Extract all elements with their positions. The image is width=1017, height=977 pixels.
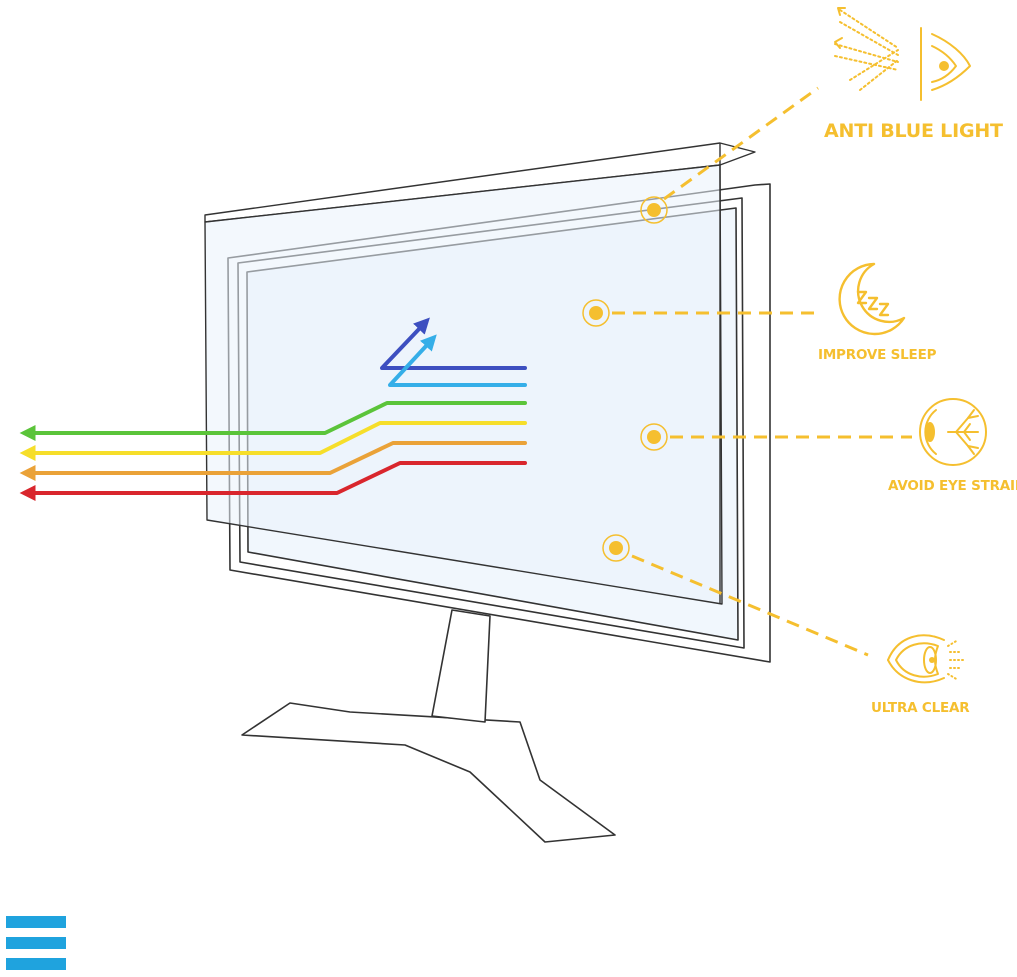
marker-ultra-clear bbox=[602, 534, 630, 562]
marker-improve-sleep bbox=[582, 299, 610, 327]
stand-neck bbox=[431, 609, 491, 723]
feature-label-ultra-clear: ULTRA CLEAR bbox=[871, 700, 970, 716]
ray-red-transmitted bbox=[19, 461, 527, 501]
ray-blue-reflected bbox=[388, 334, 527, 387]
monitor-stand bbox=[241, 609, 616, 843]
leader-anti-blue-light bbox=[663, 86, 819, 201]
clear-eye-icon bbox=[887, 634, 965, 684]
leader-ultra-clear bbox=[631, 554, 869, 657]
eye-blocking-rays-icon bbox=[834, 7, 971, 101]
marker-anti-blue-light bbox=[640, 196, 668, 224]
feature-label-improve-sleep: IMPROVE SLEEP bbox=[818, 347, 937, 363]
hamburger-menu-icon[interactable] bbox=[6, 916, 66, 971]
ray-violet-reflected bbox=[380, 317, 527, 370]
ray-yellow-transmitted bbox=[19, 421, 527, 461]
ray-orange-transmitted bbox=[19, 441, 527, 481]
menu-bar bbox=[6, 937, 66, 949]
menu-bar bbox=[6, 958, 66, 970]
feature-label-anti-blue-light: ANTI BLUE LIGHT bbox=[824, 120, 1003, 142]
moon-zzz-icon bbox=[838, 262, 906, 336]
light-rays bbox=[19, 317, 527, 501]
menu-bar bbox=[6, 916, 66, 928]
callouts bbox=[582, 86, 912, 657]
protector-top-edge bbox=[204, 142, 756, 223]
stand-base bbox=[241, 702, 616, 843]
feature-label-avoid-eye-strain: AVOID EYE STRAIN bbox=[888, 478, 1017, 494]
marker-avoid-eye-strain bbox=[640, 423, 668, 451]
ray-green-transmitted bbox=[19, 401, 527, 441]
eyeball-veins-icon bbox=[919, 398, 987, 466]
